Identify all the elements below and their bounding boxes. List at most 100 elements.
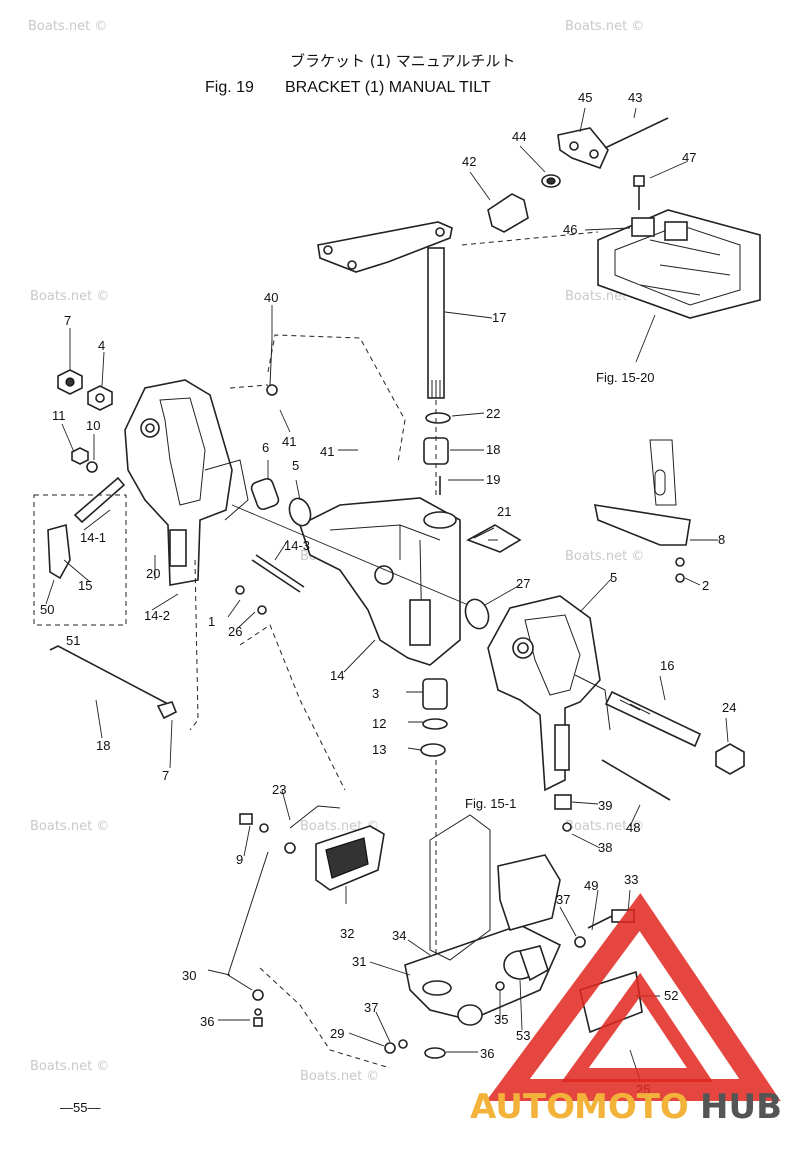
callout-label: 52: [664, 988, 678, 1003]
logo-text-hub: HUB: [700, 1087, 782, 1127]
callout-label: 29: [330, 1026, 344, 1041]
washer: [254, 1008, 262, 1016]
callout-label: 18: [486, 442, 500, 457]
o-ring: [422, 718, 448, 730]
mount-rubber: [503, 945, 549, 982]
bolt: [253, 1017, 263, 1027]
callout-label: 23: [272, 782, 286, 797]
thru-bolt: [604, 117, 669, 149]
nut: [57, 369, 83, 395]
callout-label: 4: [98, 338, 105, 353]
callout-label: 30: [182, 968, 196, 983]
leader: [635, 314, 656, 363]
watermark: Boats.net ©: [565, 19, 644, 34]
callout-label: 40: [264, 290, 278, 305]
callout-label: 38: [598, 840, 612, 855]
callout-label: 17: [492, 310, 506, 325]
washer: [86, 461, 98, 473]
logo-triangle: [486, 892, 781, 1101]
tilt-pin: [255, 554, 305, 588]
callout-label: 6: [262, 440, 269, 455]
callout-label: 11: [52, 408, 66, 423]
callout-label: 36: [200, 1014, 214, 1029]
automotohub-logo: AUTO MOTO HUB: [470, 892, 782, 1127]
callout-label: 42: [462, 154, 476, 169]
leader-dash: [189, 559, 199, 731]
bushing: [250, 477, 280, 511]
washer: [288, 497, 312, 527]
callout-label: 37: [364, 1000, 378, 1015]
watermark: Boats.net ©: [30, 289, 109, 304]
washer: [259, 823, 269, 833]
mount-bolt: [633, 175, 645, 210]
callout-label: 12: [372, 716, 386, 731]
bushing: [422, 678, 448, 710]
logo-triangle-inner: [561, 972, 714, 1082]
callout-label: 37: [556, 892, 570, 907]
washer: [398, 1039, 408, 1049]
title-japanese: ブラケット (1) マニュアルチルト: [290, 52, 515, 70]
callout-label: 46: [563, 222, 577, 237]
callout-label: 36: [480, 1046, 494, 1061]
terminal: [252, 989, 264, 1001]
bolt: [235, 585, 245, 595]
callout-label: 2: [702, 578, 709, 593]
stern-bracket-right: [487, 595, 611, 792]
callout-label: 45: [578, 90, 592, 105]
page-number: —55—: [60, 1100, 100, 1115]
callout-label: 33: [624, 872, 638, 887]
washer: [425, 412, 451, 424]
bolt: [239, 813, 253, 825]
leader-dash: [229, 384, 269, 389]
grease-fitting: [156, 701, 178, 720]
callout-label: 41: [320, 444, 334, 459]
washer: [562, 822, 572, 832]
wire: [269, 339, 273, 386]
callout-label: 48: [626, 820, 640, 835]
callout-label: 10: [86, 418, 100, 433]
callout-label: 22: [486, 406, 500, 421]
wire-route: [239, 624, 346, 791]
figure-number: Fig. 19: [205, 79, 254, 96]
bolt: [601, 759, 671, 801]
reference-line: [461, 231, 599, 246]
mount-plate: [557, 127, 609, 170]
callout-label: 20: [146, 566, 160, 581]
callout-label: 21: [497, 504, 511, 519]
callout-label: 14-1: [80, 530, 106, 545]
mount-bushing: [487, 174, 561, 233]
callout-label: 18: [96, 738, 110, 753]
upper-mount-cover: [315, 825, 385, 891]
callout-label: 13: [372, 742, 386, 757]
callout-labels: 45 43 44 42 47 46 40 17 7 4 22 11 10 41 …: [40, 90, 736, 1097]
callout-label: 47: [682, 150, 696, 165]
callout-label: 41: [282, 434, 296, 449]
figure-title: BRACKET (1) MANUAL TILT: [285, 79, 491, 96]
callout-label: 27: [516, 576, 530, 591]
callout-label: 34: [392, 928, 406, 943]
callout-label: 19: [486, 472, 500, 487]
callout-label: 5: [292, 458, 299, 473]
leader-lines: [45, 107, 729, 1081]
clip: [424, 1047, 446, 1059]
callout-label: 8: [718, 532, 725, 547]
callout-label: 14-3: [284, 538, 310, 553]
callout-label: 51: [66, 633, 80, 648]
callout-label: 24: [722, 700, 736, 715]
logo-text-moto: MOTO: [574, 1087, 689, 1127]
callout-label: 14-2: [144, 608, 170, 623]
swivel-bracket: [299, 497, 461, 666]
small-nut: [71, 447, 89, 465]
callout-label: 1: [208, 614, 215, 629]
callout-label: 35: [494, 1012, 508, 1027]
callout-label: 3: [372, 686, 379, 701]
cross-reference: Fig. 15-20: [596, 370, 655, 385]
callout-label: 26: [228, 624, 242, 639]
callout-label: 31: [352, 954, 366, 969]
bushing: [423, 437, 449, 465]
stern-bracket-left: [124, 379, 249, 586]
callout-label: 49: [584, 878, 598, 893]
tilt-lock-lever: [33, 476, 127, 626]
washer: [574, 936, 586, 948]
